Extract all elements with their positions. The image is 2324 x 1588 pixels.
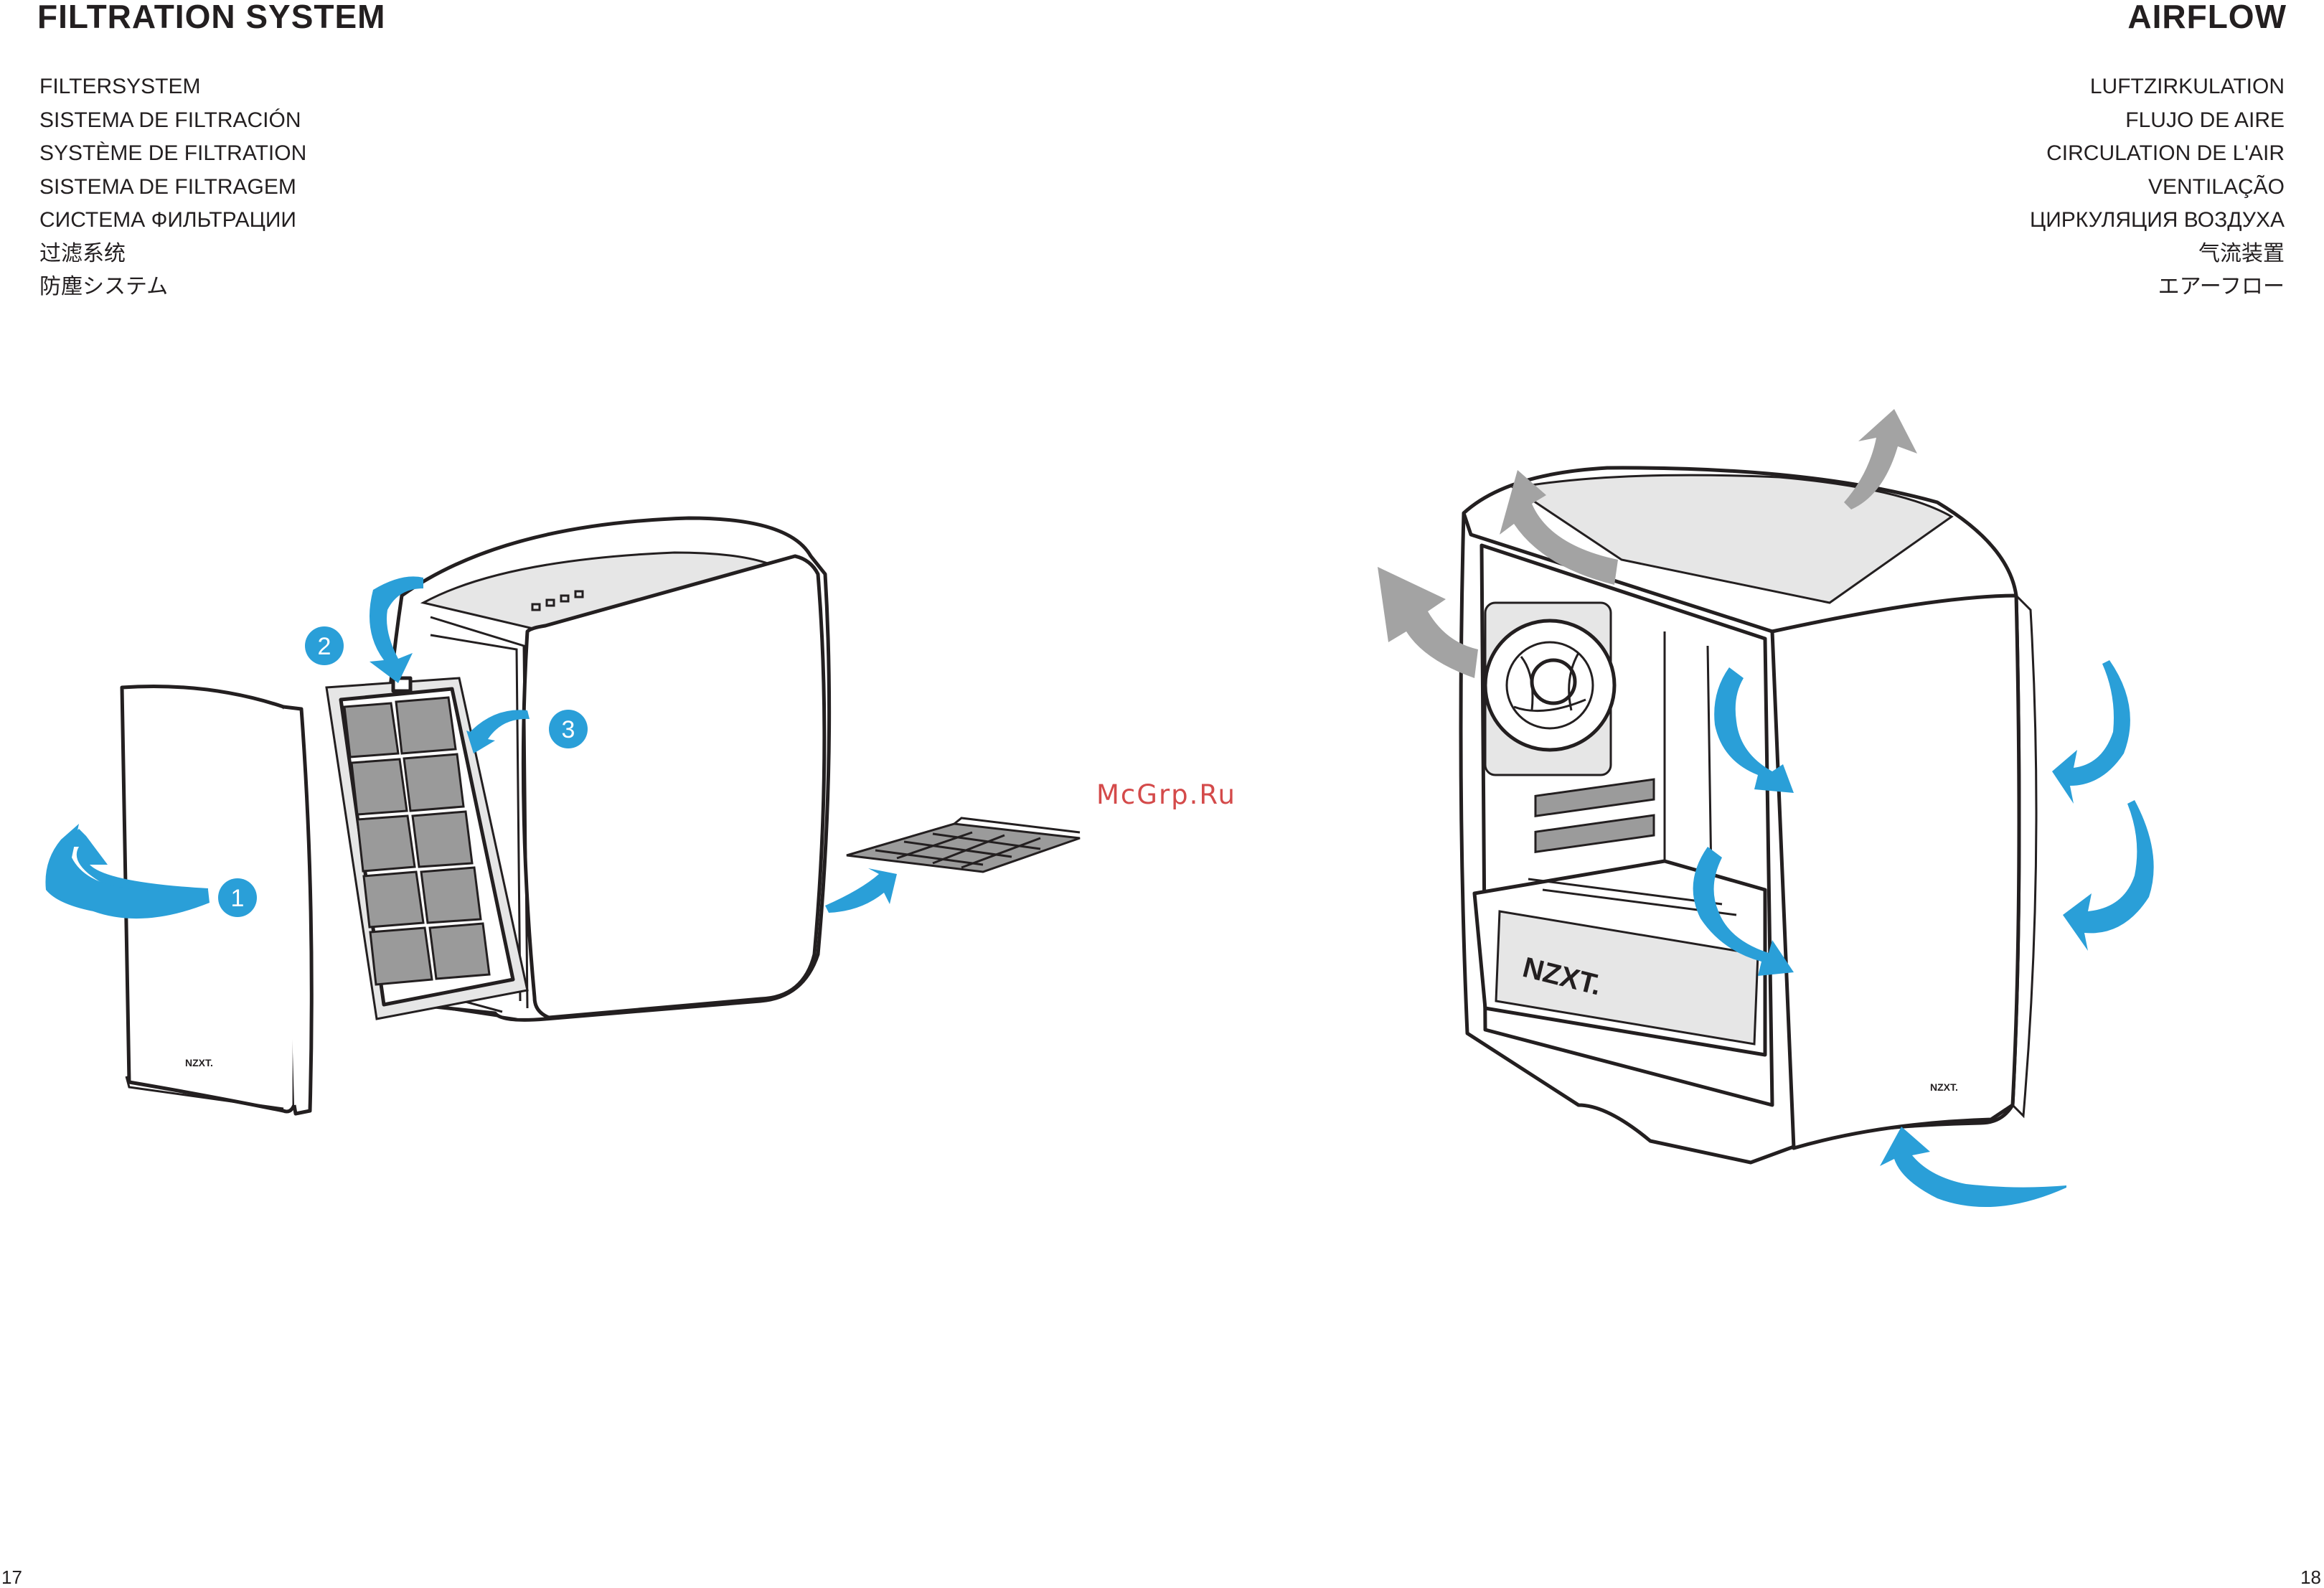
page-number-left: 17 — [1, 1566, 22, 1588]
page-number-right: 18 — [2300, 1566, 2321, 1588]
svg-text:2: 2 — [318, 633, 331, 660]
step-badge-1: 1 — [218, 878, 257, 917]
step-badge-2: 2 — [305, 626, 344, 665]
front-logo-text: NZXT. — [1930, 1081, 1958, 1093]
step-badge-3: 3 — [549, 710, 588, 748]
svg-text:1: 1 — [231, 885, 245, 912]
airflow-illustration: NZXT. NZXT. — [1378, 409, 2154, 1207]
bottom-filter-illustration — [847, 818, 1080, 872]
open-case-illustration: NZXT. NZXT. — [1461, 468, 2036, 1162]
panel-logo-text: NZXT. — [185, 1057, 213, 1068]
rear-fan-illustration — [1485, 603, 1614, 775]
intake-arrow-front-lower — [2063, 800, 2154, 951]
intake-arrow-bottom — [1880, 1127, 2066, 1207]
filtration-illustration: NZXT. — [45, 518, 1080, 1114]
svg-text:3: 3 — [562, 716, 575, 743]
intake-arrow-front-upper — [2052, 660, 2130, 804]
bottom-filter-arrow — [825, 868, 897, 913]
